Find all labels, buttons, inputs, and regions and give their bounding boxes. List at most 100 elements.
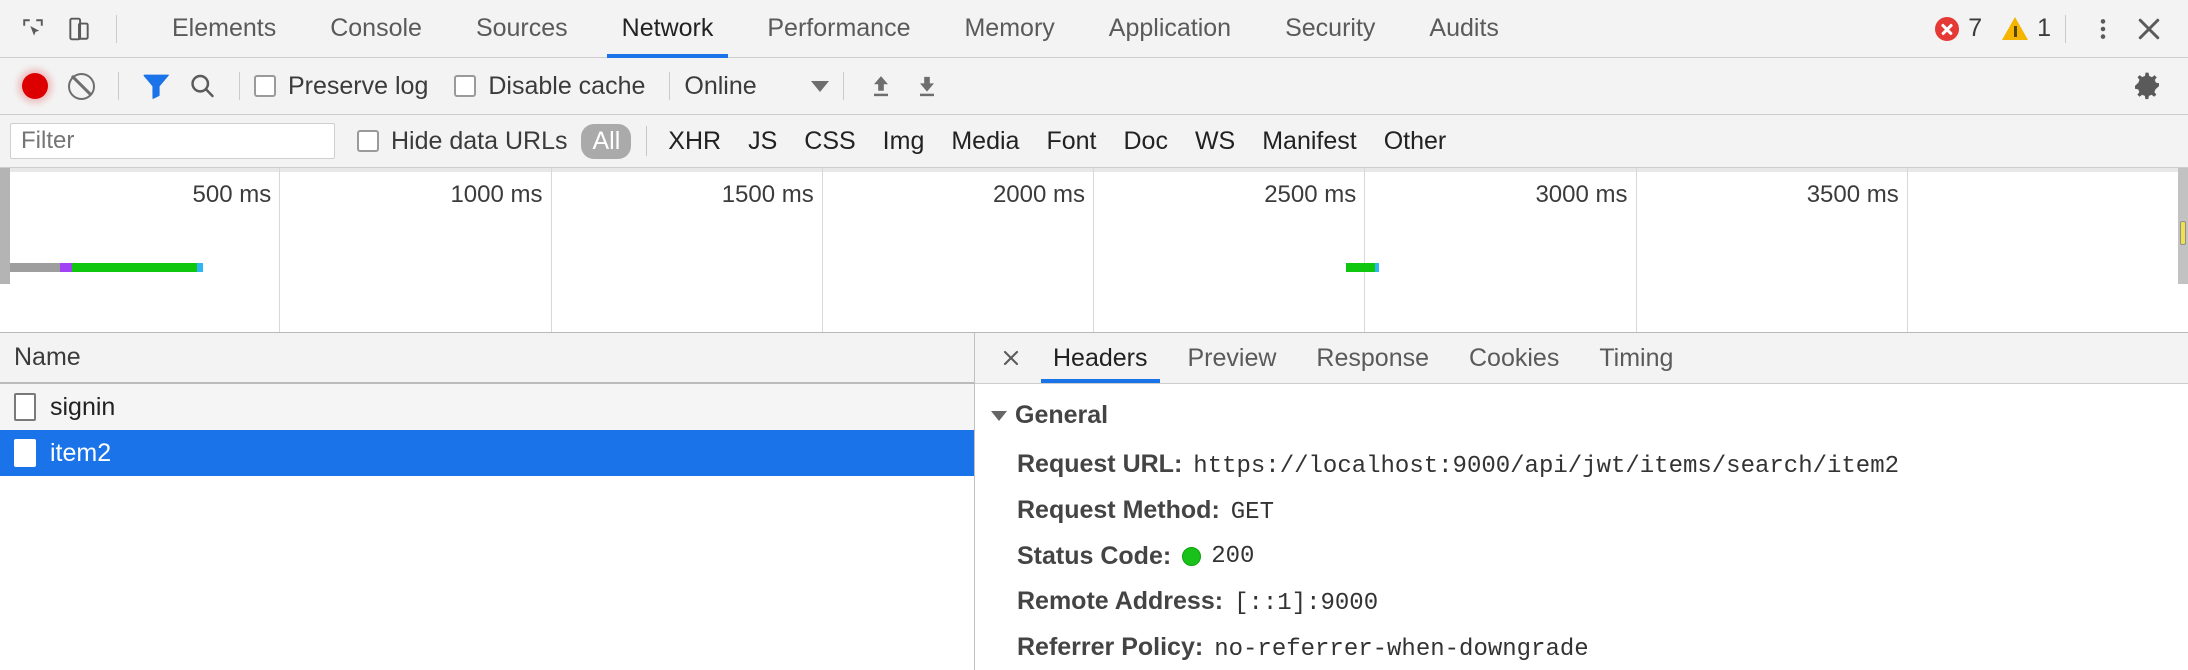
tab-performance[interactable]: Performance <box>740 0 937 58</box>
table-row[interactable]: signin <box>0 384 974 430</box>
filter-type-doc[interactable]: Doc <box>1123 126 1168 155</box>
timeline-tick-label: 1000 ms <box>450 181 543 208</box>
tab-sources[interactable]: Sources <box>449 0 595 58</box>
error-count: 7 <box>1968 14 1983 42</box>
preserve-log-box <box>254 75 276 97</box>
chevron-down-icon <box>810 80 829 92</box>
overview-top-strip <box>0 168 2188 172</box>
timeline-tick-label: 3000 ms <box>1535 181 1628 208</box>
filter-type-manifest[interactable]: Manifest <box>1262 126 1357 155</box>
details-tabbar: Headers Preview Response Cookies Timing <box>975 333 2188 384</box>
timeline-tick: 1500 ms <box>552 168 823 332</box>
filter-type-all[interactable]: All <box>581 123 632 159</box>
toolbar-divider-4 <box>842 72 844 100</box>
hide-data-urls-checkbox[interactable]: Hide data URLs <box>357 127 567 156</box>
network-split: Name signin item2 Headers Preview Re <box>0 333 2188 670</box>
search-icon[interactable] <box>179 64 225 108</box>
preserve-log-checkbox[interactable]: Preserve log <box>254 72 428 101</box>
tab-timing-label: Timing <box>1599 343 1674 372</box>
filter-input[interactable] <box>10 123 335 159</box>
timeline-tick: 500 ms <box>9 168 281 332</box>
tab-preview-label: Preview <box>1187 343 1277 372</box>
inspect-element-icon[interactable] <box>10 7 56 51</box>
throttle-dropdown[interactable]: Online <box>684 71 829 101</box>
request-list-header[interactable]: Name <box>0 333 974 384</box>
timeline-tick: 1000 ms <box>280 168 552 332</box>
headers-body: General Request URL: https://localhost:9… <box>975 384 2188 670</box>
close-icon[interactable] <box>989 333 1033 383</box>
request-name: signin <box>50 392 116 421</box>
tabbar-right-divider <box>2065 14 2066 43</box>
field-status-code: Status Code: 200 <box>991 534 2188 579</box>
field-value: 200 <box>1211 543 1255 570</box>
tab-cookies[interactable]: Cookies <box>1449 333 1579 383</box>
timeline-tick-label: 3500 ms <box>1806 181 1899 208</box>
tab-console-label: Console <box>330 14 422 42</box>
more-options-icon[interactable] <box>2080 7 2126 51</box>
error-counter[interactable]: 7 1 <box>1935 14 2051 43</box>
filter-divider <box>646 126 648 156</box>
tab-network-label: Network <box>621 14 714 42</box>
disable-cache-checkbox[interactable]: Disable cache <box>454 72 645 101</box>
tab-sources-label: Sources <box>475 14 568 42</box>
general-section-header[interactable]: General <box>991 401 2188 430</box>
waterfall-segment-waiting <box>1345 263 1375 272</box>
filter-type-img[interactable]: Img <box>882 126 925 155</box>
filter-type-css[interactable]: CSS <box>804 126 856 155</box>
filter-bar: Hide data URLs All XHR JS CSS Img Media … <box>0 115 2188 168</box>
tab-memory[interactable]: Memory <box>937 0 1081 58</box>
preserve-log-label: Preserve log <box>288 71 429 100</box>
tab-console[interactable]: Console <box>303 0 449 58</box>
network-toolbar: Preserve log Disable cache Online <box>0 58 2188 115</box>
tab-elements[interactable]: Elements <box>145 0 303 58</box>
devtools-tabbar: Elements Console Sources Network Perform… <box>0 0 2188 58</box>
tab-headers[interactable]: Headers <box>1033 333 1168 383</box>
network-settings-group <box>2124 64 2188 108</box>
field-remote-address: Remote Address: [::1]:9000 <box>991 579 2188 625</box>
waterfall-segment-receiving <box>1375 263 1380 272</box>
overview-timeline[interactable]: 500 ms 1000 ms 1500 ms 2000 ms 2500 ms 3000 m… <box>9 168 2179 332</box>
overview-left-handle[interactable] <box>0 168 10 284</box>
network-overview[interactable]: 500 ms 1000 ms 1500 ms 2000 ms 2500 ms 3000 m… <box>0 168 2188 333</box>
filter-type-xhr[interactable]: XHR <box>668 126 722 155</box>
device-toolbar-icon[interactable] <box>56 7 102 51</box>
tab-elements-label: Elements <box>172 14 277 42</box>
export-har-icon[interactable] <box>904 64 950 108</box>
filter-type-ws[interactable]: WS <box>1194 126 1236 155</box>
tab-preview[interactable]: Preview <box>1168 333 1297 383</box>
throttle-value: Online <box>684 71 757 100</box>
table-row[interactable]: item2 <box>0 430 974 476</box>
timeline-tick: 2500 ms <box>1094 168 1366 332</box>
hide-data-urls-label: Hide data URLs <box>391 126 568 155</box>
gear-icon[interactable] <box>2124 64 2170 108</box>
tab-audits[interactable]: Audits <box>1402 0 1525 58</box>
field-request-url: Request URL: https://localhost:9000/api/… <box>991 442 2188 488</box>
filter-type-other[interactable]: Other <box>1383 126 1447 155</box>
tab-application-label: Application <box>1108 14 1232 42</box>
tab-security[interactable]: Security <box>1258 0 1402 58</box>
filter-type-js[interactable]: JS <box>748 126 778 155</box>
import-har-icon[interactable] <box>858 64 904 108</box>
timeline-tick-label: 2000 ms <box>992 181 1085 208</box>
overview-right-grip <box>2180 221 2186 245</box>
record-icon[interactable] <box>12 64 58 108</box>
field-value: no-referrer-when-downgrade <box>1214 636 1589 663</box>
filter-funnel-icon[interactable] <box>133 64 179 108</box>
device-glyph <box>69 17 89 40</box>
clear-icon[interactable] <box>58 64 104 108</box>
gear-glyph <box>2135 72 2159 100</box>
request-name: item2 <box>50 438 112 467</box>
magnifier-glyph <box>191 74 214 98</box>
close-icon[interactable] <box>2126 7 2172 51</box>
filter-type-media[interactable]: Media <box>951 126 1020 155</box>
tab-cookies-label: Cookies <box>1469 343 1560 372</box>
overview-right-handle[interactable] <box>2178 168 2188 284</box>
tab-response[interactable]: Response <box>1296 333 1449 383</box>
waterfall-bar <box>9 263 2179 272</box>
filter-type-font[interactable]: Font <box>1046 126 1097 155</box>
tab-application[interactable]: Application <box>1082 0 1258 58</box>
tab-network[interactable]: Network <box>595 0 741 58</box>
tab-timing[interactable]: Timing <box>1579 333 1693 383</box>
tab-headers-label: Headers <box>1053 343 1148 372</box>
